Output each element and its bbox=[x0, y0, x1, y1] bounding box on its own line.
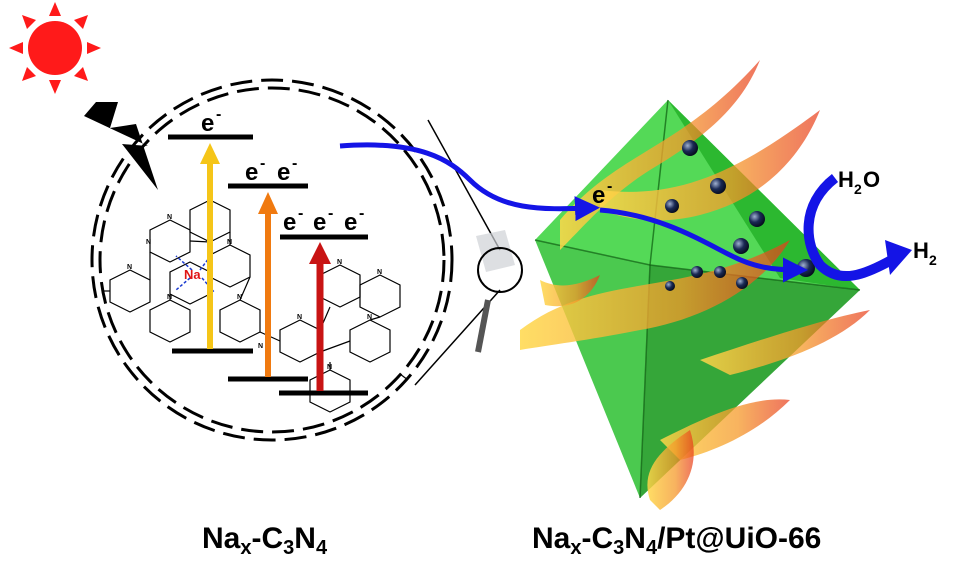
svg-text:2: 2 bbox=[929, 252, 937, 268]
n-label: N bbox=[227, 239, 232, 246]
n-label: N bbox=[377, 269, 382, 276]
caption-text: /Pt@UiO-66 bbox=[657, 522, 822, 555]
svg-text:H: H bbox=[913, 238, 929, 263]
svg-text:-: - bbox=[298, 205, 303, 222]
svg-text:e: e bbox=[201, 110, 214, 137]
caption-sub: 3 bbox=[283, 537, 295, 559]
svg-text:e: e bbox=[344, 209, 357, 236]
caption-text: -C bbox=[581, 522, 614, 555]
caption-text: N bbox=[294, 522, 316, 555]
electron-transfer-arrows bbox=[339, 142, 912, 283]
svg-text:e: e bbox=[592, 182, 605, 209]
magnifier-handle bbox=[475, 299, 491, 353]
electron-label: e - bbox=[592, 178, 612, 209]
svg-text:e: e bbox=[313, 209, 326, 236]
water-label: H 2 O bbox=[838, 167, 880, 197]
svg-text:H: H bbox=[838, 167, 854, 192]
caption-left: Nax-C3N4 bbox=[202, 522, 327, 560]
electron-label: e - bbox=[277, 155, 297, 186]
caption-text: -C bbox=[251, 522, 284, 555]
sun-icon bbox=[9, 2, 101, 94]
ribbon-layers bbox=[520, 60, 870, 510]
n-label: N bbox=[167, 294, 172, 301]
n-label: N bbox=[127, 264, 132, 271]
electron-label: e - bbox=[283, 205, 303, 236]
light-bolt-icon bbox=[84, 102, 158, 190]
magnified-circle bbox=[90, 78, 454, 442]
svg-text:-: - bbox=[359, 205, 364, 222]
svg-text:O: O bbox=[863, 167, 880, 192]
magnifier bbox=[414, 119, 523, 386]
caption-sub: x bbox=[570, 537, 582, 559]
svg-text:-: - bbox=[328, 205, 333, 222]
sodium-label: Na bbox=[184, 267, 201, 282]
transfer-arrow-1 bbox=[339, 142, 600, 222]
electron-label: e - bbox=[313, 205, 333, 236]
svg-text:e: e bbox=[283, 209, 296, 236]
transfer-arrow-2 bbox=[599, 207, 808, 283]
excitation-arrows bbox=[200, 143, 331, 391]
electron-label: e - bbox=[245, 155, 265, 186]
h2-evolution-arrow bbox=[803, 174, 898, 282]
caption-right: Nax-C3N4/Pt@UiO-66 bbox=[532, 522, 821, 560]
electron-label: e - bbox=[344, 205, 364, 236]
caption-text: Na bbox=[532, 522, 571, 555]
svg-text:-: - bbox=[216, 106, 221, 123]
magnifier-lens bbox=[477, 247, 523, 293]
caption-sub: 3 bbox=[613, 537, 625, 559]
caption-sub: 4 bbox=[315, 537, 328, 559]
energy-levels bbox=[168, 134, 368, 396]
n-label: N bbox=[297, 314, 302, 321]
n-label: N bbox=[167, 214, 172, 221]
electron-labels: e - e - e - e - e - e - bbox=[201, 106, 364, 236]
n-label: N bbox=[337, 259, 342, 266]
svg-text:e: e bbox=[277, 159, 290, 186]
electron-label: e - bbox=[201, 106, 221, 137]
caption-sub: x bbox=[240, 537, 252, 559]
hydrogen-label: H 2 bbox=[913, 238, 937, 268]
n-label: N bbox=[237, 294, 242, 301]
svg-text:-: - bbox=[292, 155, 297, 172]
n-label: N bbox=[258, 343, 263, 350]
svg-text:-: - bbox=[260, 155, 265, 172]
n-label: N bbox=[367, 314, 372, 321]
n-label: N bbox=[327, 364, 332, 371]
svg-text:2: 2 bbox=[854, 181, 862, 197]
svg-text:-: - bbox=[607, 178, 612, 195]
caption-text: Na bbox=[202, 522, 241, 555]
caption-sub: 4 bbox=[645, 537, 658, 559]
svg-text:e: e bbox=[245, 159, 258, 186]
n-label: N bbox=[146, 239, 151, 246]
caption-text: N bbox=[624, 522, 646, 555]
